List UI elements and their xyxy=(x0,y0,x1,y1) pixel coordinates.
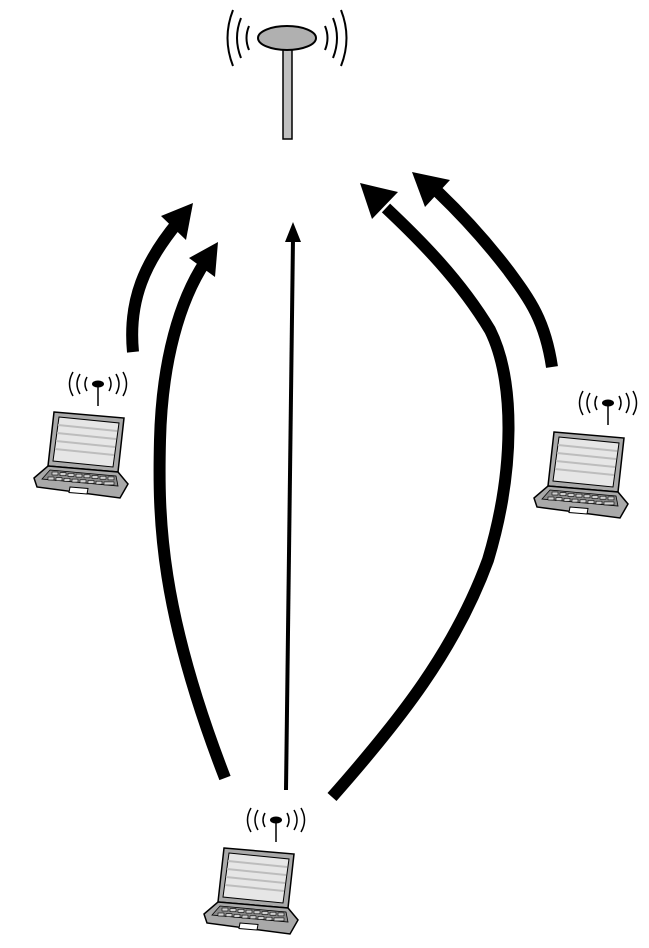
arrowhead-bottom-left-route xyxy=(189,242,218,277)
arrowhead-bottom-right-route xyxy=(360,183,398,219)
signal-waves-icon xyxy=(226,9,348,67)
access-point xyxy=(226,9,348,140)
wireless-signal-icon xyxy=(246,807,306,843)
wireless-signal-icon xyxy=(578,390,638,426)
wireless-signal-icon xyxy=(68,371,128,407)
arrow-bottom-direct-route xyxy=(284,237,295,791)
arrow-bottom-right-route xyxy=(327,203,515,801)
laptop-icon xyxy=(203,847,299,935)
arrow-bottom-left-route xyxy=(153,258,231,781)
laptop-icon xyxy=(33,411,129,499)
arrowhead-right-laptop xyxy=(412,172,450,207)
laptop-icon xyxy=(533,431,629,519)
laptop-left xyxy=(33,371,129,499)
links-layer xyxy=(126,172,558,801)
laptop-right xyxy=(533,390,638,519)
arrowhead-left-laptop xyxy=(161,203,193,240)
laptop-bottom xyxy=(203,807,306,935)
arrow-left-laptop-to-ap xyxy=(126,218,183,353)
antenna-mast xyxy=(282,43,293,140)
arrow-right-laptop-to-ap xyxy=(433,187,558,368)
arrowhead-bottom-direct-route xyxy=(285,222,301,242)
antenna-icon xyxy=(257,25,317,51)
